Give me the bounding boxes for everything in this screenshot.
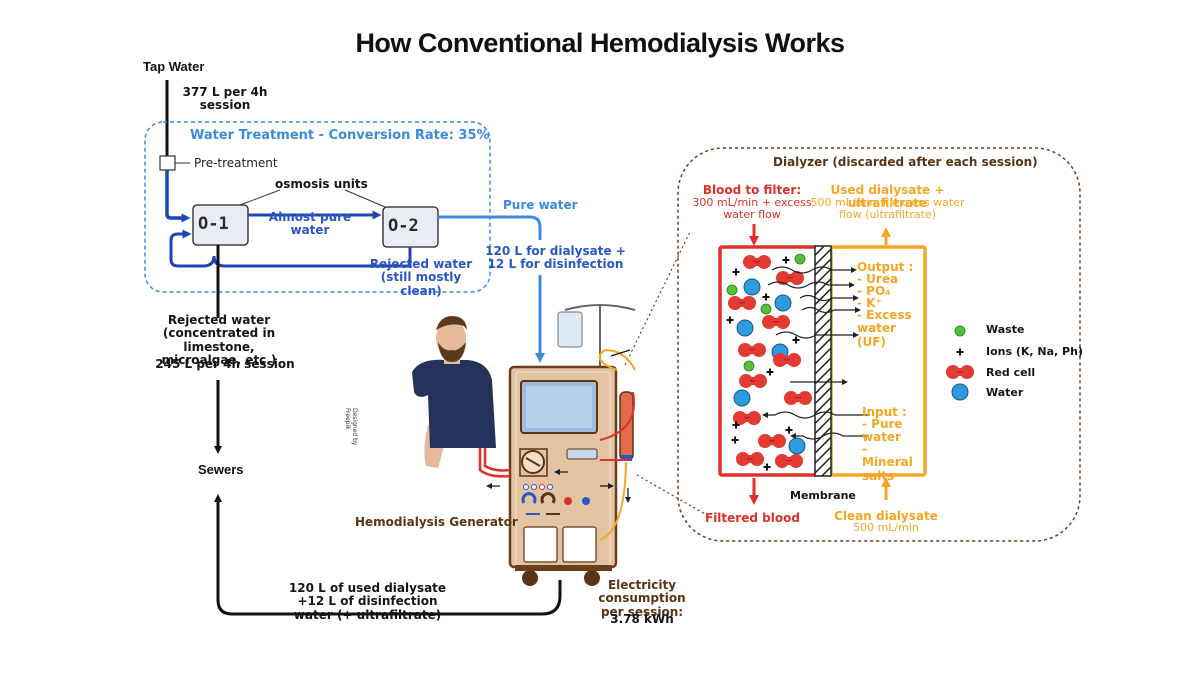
page-title: How Conventional Hemodialysis Works [355,28,845,58]
osmosis-unit-1-box [192,204,249,246]
output-item: - Excess water (UF) [857,308,912,349]
membrane [814,245,832,477]
pretreatment-label: Pre-treatment [194,156,278,170]
osmosis-units-label: osmosis units [275,177,368,191]
membrane-label: Membrane [790,489,856,502]
osmosis-unit-1-label: O-1 [198,214,229,234]
legend-red-cell-label: Red cell [986,366,1036,379]
sewers-label: Sewers [198,462,244,477]
tap-water-amount: 377 L per 4h session [182,85,268,113]
used-dialysate-title: Used dialysate + ultrafiltrate [830,183,945,211]
rejected-clean-label: Rejected water (still mostly clean) [369,257,473,298]
electricity-label: Electricity consumption per session: [598,578,686,619]
dialyzer-box [677,147,1081,542]
electricity-value: 3.78 kWh [610,612,674,626]
used-dialysate-detail: 500 mL/min + excess water flow (ultrafil… [810,196,965,222]
filtered-blood-label: Filtered blood [705,511,800,525]
clean-dialysate-title: Clean dialysate [834,509,938,523]
legend-ions-label: Ions (K, Na, Ph) [986,345,1083,358]
generator-label: Hemodialysis Generator [355,515,518,529]
water-treatment-title: Water Treatment - Conversion Rate: 35% [190,128,490,143]
legend-symbols [945,325,975,401]
freepik-credit: Designed by Freepik [344,408,358,446]
osmosis-unit-2-label: O-2 [388,216,419,236]
output-item: - K⁺ [857,296,882,310]
blood-in-detail: 300 mL/min + excess water flow [692,196,812,222]
input-item: - Pure water [862,417,903,445]
input-title: Input : [862,405,907,419]
almost-pure-water-label: Almost pure water [268,210,352,238]
patient-illustration [412,316,496,468]
output-title: Output : [857,260,914,274]
pure-water-label: Pure water [503,198,578,212]
clean-dialysate-detail: 500 mL/min [853,521,919,534]
water-treatment-box [144,121,491,293]
rejected-water-amount: 245 L per 4h session [155,357,295,371]
legend-water-label: Water [986,386,1024,399]
blood-in-title: Blood to filter: [702,183,802,197]
rejected-water-text: Rejected water (concentrated in limeston… [161,313,277,368]
transfer-arrows [762,266,870,440]
output-item: - Urea [857,272,899,286]
input-item: - Mineral salts [862,442,913,483]
tap-water-label: Tap Water [143,59,205,74]
output-item: - PO₄ [857,284,891,298]
pretreatment-box [159,155,176,171]
legend-waste-label: Waste [986,323,1025,336]
pure-water-volumes: 120 L for dialysate + 12 L for disinfect… [485,244,626,272]
hemodialysis-machine [478,304,636,586]
dialyzer-title: Dialyzer (discarded after each session) [773,155,1038,169]
used-dialysate-return-label: 120 L of used dialysate +12 L of disinfe… [288,581,447,622]
